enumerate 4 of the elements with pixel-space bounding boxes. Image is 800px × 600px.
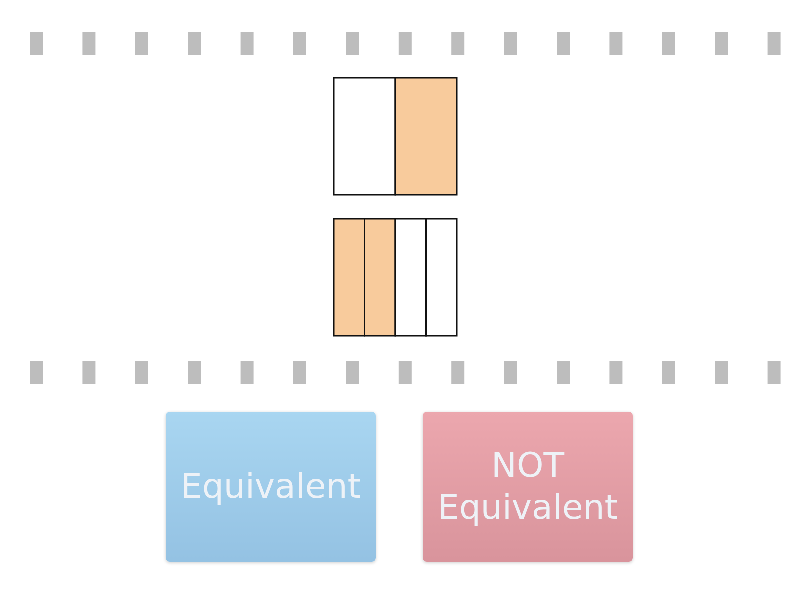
answer-card — [423, 412, 633, 562]
answer-card — [166, 412, 376, 562]
answer-label: NOT Equivalent — [436, 444, 620, 530]
answer-label: Equivalent — [180, 466, 362, 508]
